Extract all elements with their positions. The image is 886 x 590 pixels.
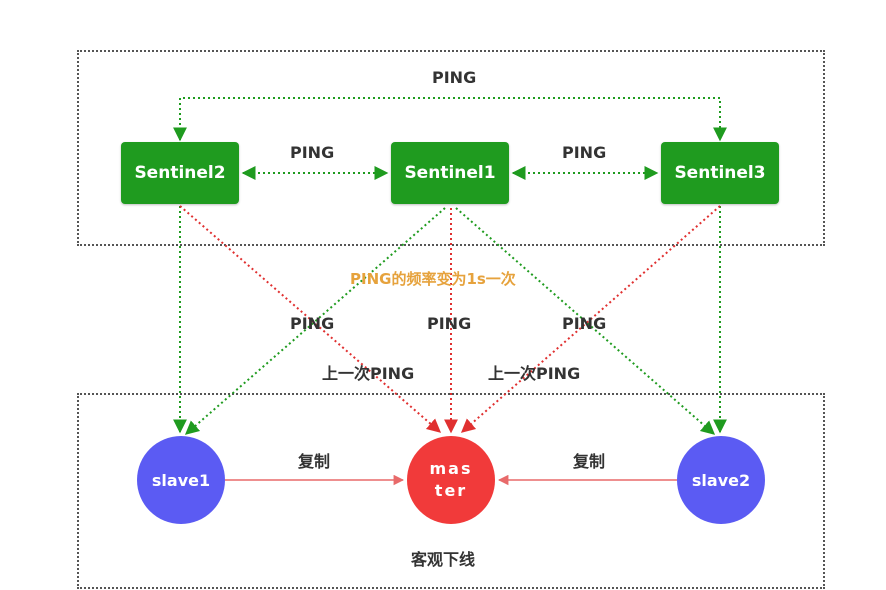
sentinel3-label: Sentinel3 bbox=[674, 163, 766, 183]
slave2-node: slave2 bbox=[677, 436, 765, 524]
ping-sentinel-left-label: PING bbox=[290, 143, 335, 162]
last-ping-right-label: 上一次PING bbox=[488, 364, 581, 383]
ping-frequency-note: PING的频率变为1s一次 bbox=[350, 270, 516, 288]
ping-link-sentinel2-sentinel3 bbox=[173, 97, 727, 142]
ping-to-slave2-label: PING bbox=[562, 314, 607, 333]
ping-top-label: PING bbox=[432, 68, 477, 87]
replicate-left-label: 复制 bbox=[298, 452, 331, 471]
sentinel3-node: Sentinel3 bbox=[661, 142, 779, 204]
sentinel1-label: Sentinel1 bbox=[404, 163, 496, 183]
ping-to-slave1-label: PING bbox=[290, 314, 335, 333]
ping-link-sentinel1-slave2 bbox=[455, 207, 716, 435]
replicate-right-label: 复制 bbox=[573, 452, 606, 471]
last-ping-left-label: 上一次PING bbox=[322, 364, 415, 383]
master-node: master bbox=[407, 436, 495, 524]
slave1-label: slave1 bbox=[151, 470, 211, 490]
objective-down-label: 客观下线 bbox=[411, 550, 476, 569]
ping-sentinel-right-label: PING bbox=[562, 143, 607, 162]
sentinel2-node: Sentinel2 bbox=[121, 142, 239, 204]
slave1-node: slave1 bbox=[137, 436, 225, 524]
sentinel1-node: Sentinel1 bbox=[391, 142, 509, 204]
sentinel2-label: Sentinel2 bbox=[134, 163, 226, 183]
last-ping-link-sentinel3-master bbox=[460, 205, 721, 433]
slave2-label: slave2 bbox=[691, 470, 751, 490]
ping-to-master-label: PING bbox=[427, 314, 472, 333]
ping-link-sentinel1-slave1 bbox=[184, 207, 446, 435]
master-label: master bbox=[429, 459, 473, 500]
